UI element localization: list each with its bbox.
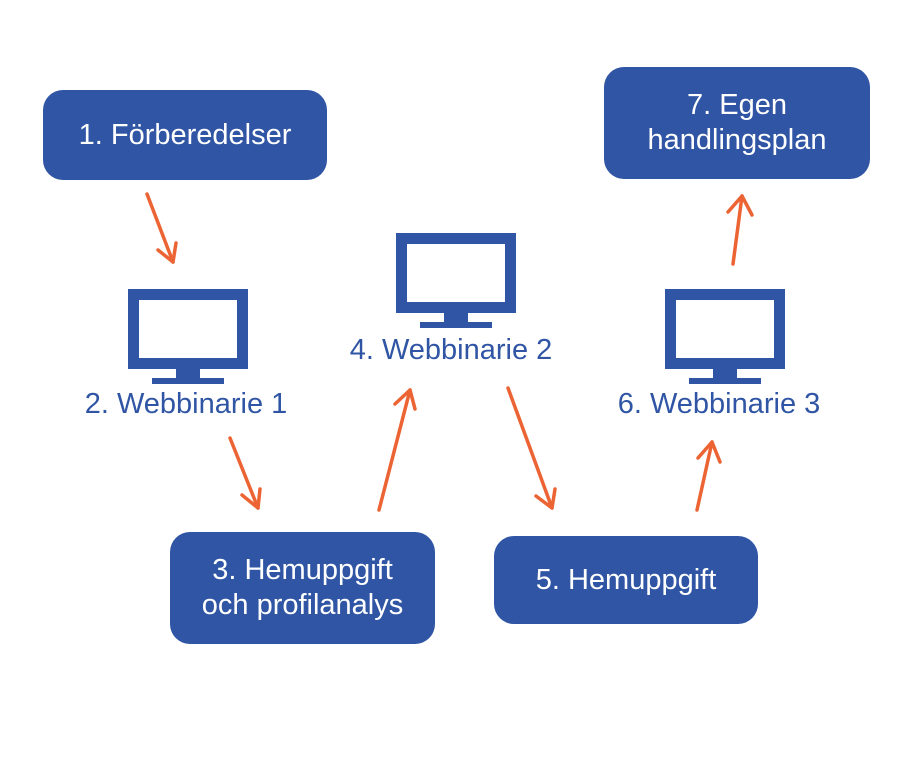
arrow-step-5-to-6 — [695, 440, 722, 512]
step-2-label: 2. Webbinarie 1 — [84, 388, 288, 420]
step-5-box: 5. Hemuppgift — [494, 536, 758, 624]
arrow-step-2-to-3 — [228, 436, 262, 510]
step-3-label: 3. Hemuppgift och profilanalys — [201, 554, 404, 621]
step-1-label: 1. Förberedelser — [78, 118, 292, 151]
arrow-step-4-to-5 — [506, 386, 557, 510]
monitor-icon-step-2 — [128, 289, 248, 384]
arrow-step-3-to-4 — [377, 388, 417, 512]
monitor-icon-step-4 — [396, 233, 516, 328]
step-6-label: 6. Webbinarie 3 — [617, 388, 821, 420]
arrow-step-1-to-2 — [145, 192, 178, 264]
step-5-label: 5. Hemuppgift — [535, 563, 717, 596]
arrow-step-6-to-7 — [726, 194, 754, 266]
step-7-label: 7. Egen handlingsplan — [647, 89, 827, 156]
monitor-icon-step-6 — [665, 289, 785, 384]
step-1-box: 1. Förberedelser — [43, 90, 327, 180]
step-4-label: 4. Webbinarie 2 — [349, 334, 553, 366]
step-3-box: 3. Hemuppgift och profilanalys — [170, 532, 435, 644]
step-7-box: 7. Egen handlingsplan — [604, 67, 870, 179]
